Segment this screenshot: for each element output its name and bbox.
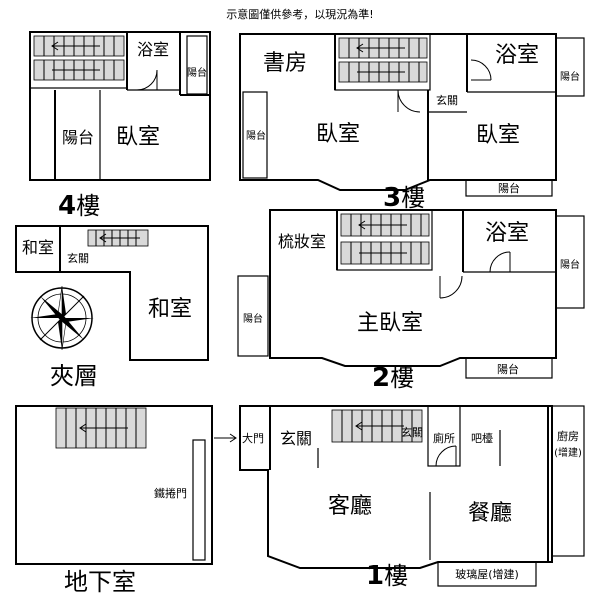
balcony-rail-2f-bottom — [465, 357, 553, 379]
label-1f-kitchen: 廚房 — [557, 429, 579, 443]
label-2f-balcony-right: 陽台 — [560, 258, 580, 271]
label-3f-entry: 玄關 — [436, 93, 458, 107]
stairs-3f — [338, 37, 428, 83]
label-mezzanine-title: 夾層 — [50, 362, 98, 390]
label-3f-balcony-left: 陽台 — [246, 129, 266, 142]
label-4f-balcony-left: 陽台 — [62, 128, 94, 147]
label-2f-bath: 浴室 — [485, 221, 529, 246]
label-4f-bath: 浴室 — [137, 40, 169, 59]
label-1f-glass-house: 玻璃屋(增建) — [455, 567, 519, 581]
door-swing-1f-toilet — [435, 445, 457, 467]
label-2f-balcony-bottom: 陽台 — [497, 362, 519, 376]
label-mezz-tatami-small: 和室 — [22, 238, 54, 257]
label-floor-1: 1樓 — [366, 561, 408, 591]
toilet-room-1f — [427, 405, 461, 467]
label-1f-entry-large: 玄關 — [280, 429, 312, 448]
stairs-2f — [340, 213, 430, 265]
label-1f-toilet: 廁所 — [433, 431, 455, 445]
label-2f-balcony-left: 陽台 — [243, 312, 263, 325]
door-swing-2f-closet — [439, 275, 463, 299]
disclaimer-notice: 示意圖僅供參考，以現況為準! — [226, 7, 373, 21]
label-3f-bedroom-right: 臥室 — [476, 123, 520, 148]
label-3f-study: 書房 — [263, 51, 307, 76]
balcony-rail-3f-right — [555, 37, 585, 97]
label-3f-bath: 浴室 — [495, 43, 539, 68]
floor-3-plan: 書房 浴室 玄關 陽台 陽台 臥室 臥室 陽台 3樓 — [239, 33, 585, 213]
label-1f-entry-small: 玄關 — [401, 425, 423, 439]
door-swing-2f-bath — [489, 251, 511, 273]
balcony-rail-3f-bottom — [465, 179, 553, 197]
label-1f-main-door: 大門 — [242, 431, 264, 445]
balcony-rail-3f-left — [242, 91, 268, 179]
stairs-mezzanine — [87, 229, 149, 247]
glass-house-extension — [437, 561, 537, 587]
door-swing-4f-bath — [136, 69, 158, 91]
rolling-door-track — [192, 439, 206, 561]
label-floor-2: 2樓 — [372, 363, 414, 393]
label-floor-3: 3樓 — [383, 183, 425, 213]
balcony-rail-2f-right — [555, 215, 585, 309]
kitchen-extension — [551, 405, 585, 557]
label-4f-bedroom: 臥室 — [116, 125, 160, 150]
label-1f-kitchen-note: (增建) — [554, 446, 582, 459]
label-4f-balcony-right: 陽台 — [187, 66, 207, 79]
compass-icon — [30, 285, 94, 351]
label-1f-dining: 餐廳 — [468, 501, 512, 526]
mezzanine-plan: 和室 玄關 和室 夾層 — [15, 225, 209, 390]
floor-2-plan: 梳妝室 浴室 陽台 陽台 主臥室 陽台 2樓 — [237, 209, 585, 393]
door-swing-3f-study — [397, 89, 421, 113]
balcony-rail-2f-left — [237, 275, 269, 357]
label-3f-balcony-right: 陽台 — [560, 70, 580, 83]
balcony-rail-4f — [186, 35, 208, 95]
label-mezz-tatami-large: 和室 — [148, 297, 192, 322]
basement-plan: 鐵捲門 地下室 — [15, 405, 213, 596]
label-1f-bar: 吧檯 — [471, 431, 493, 445]
label-basement-rolling-door: 鐵捲門 — [154, 486, 187, 500]
label-1f-living: 客廳 — [328, 494, 372, 519]
stairs-4f — [33, 35, 125, 81]
label-basement-title: 地下室 — [64, 568, 136, 596]
label-3f-balcony-bottom: 陽台 — [498, 181, 520, 195]
stairs-1f — [331, 409, 423, 443]
label-2f-master-bedroom: 主臥室 — [357, 311, 423, 336]
door-swing-3f-bath — [470, 59, 492, 81]
label-2f-vanity: 梳妝室 — [278, 232, 326, 251]
label-3f-bedroom-left: 臥室 — [316, 122, 360, 147]
label-floor-4: 4樓 — [58, 191, 100, 221]
arrow-right-icon — [214, 433, 237, 443]
label-mezz-entry: 玄關 — [67, 251, 89, 265]
stairs-basement — [55, 407, 147, 449]
floor-1-plan: 大門 玄關 玄關 廁所 吧檯 廚房 (增建) 客廳 餐廳 玻璃屋(增建) 1樓 — [214, 405, 585, 591]
floor-4-plan: 浴室 陽台 陽台 臥室 4樓 — [29, 31, 211, 221]
